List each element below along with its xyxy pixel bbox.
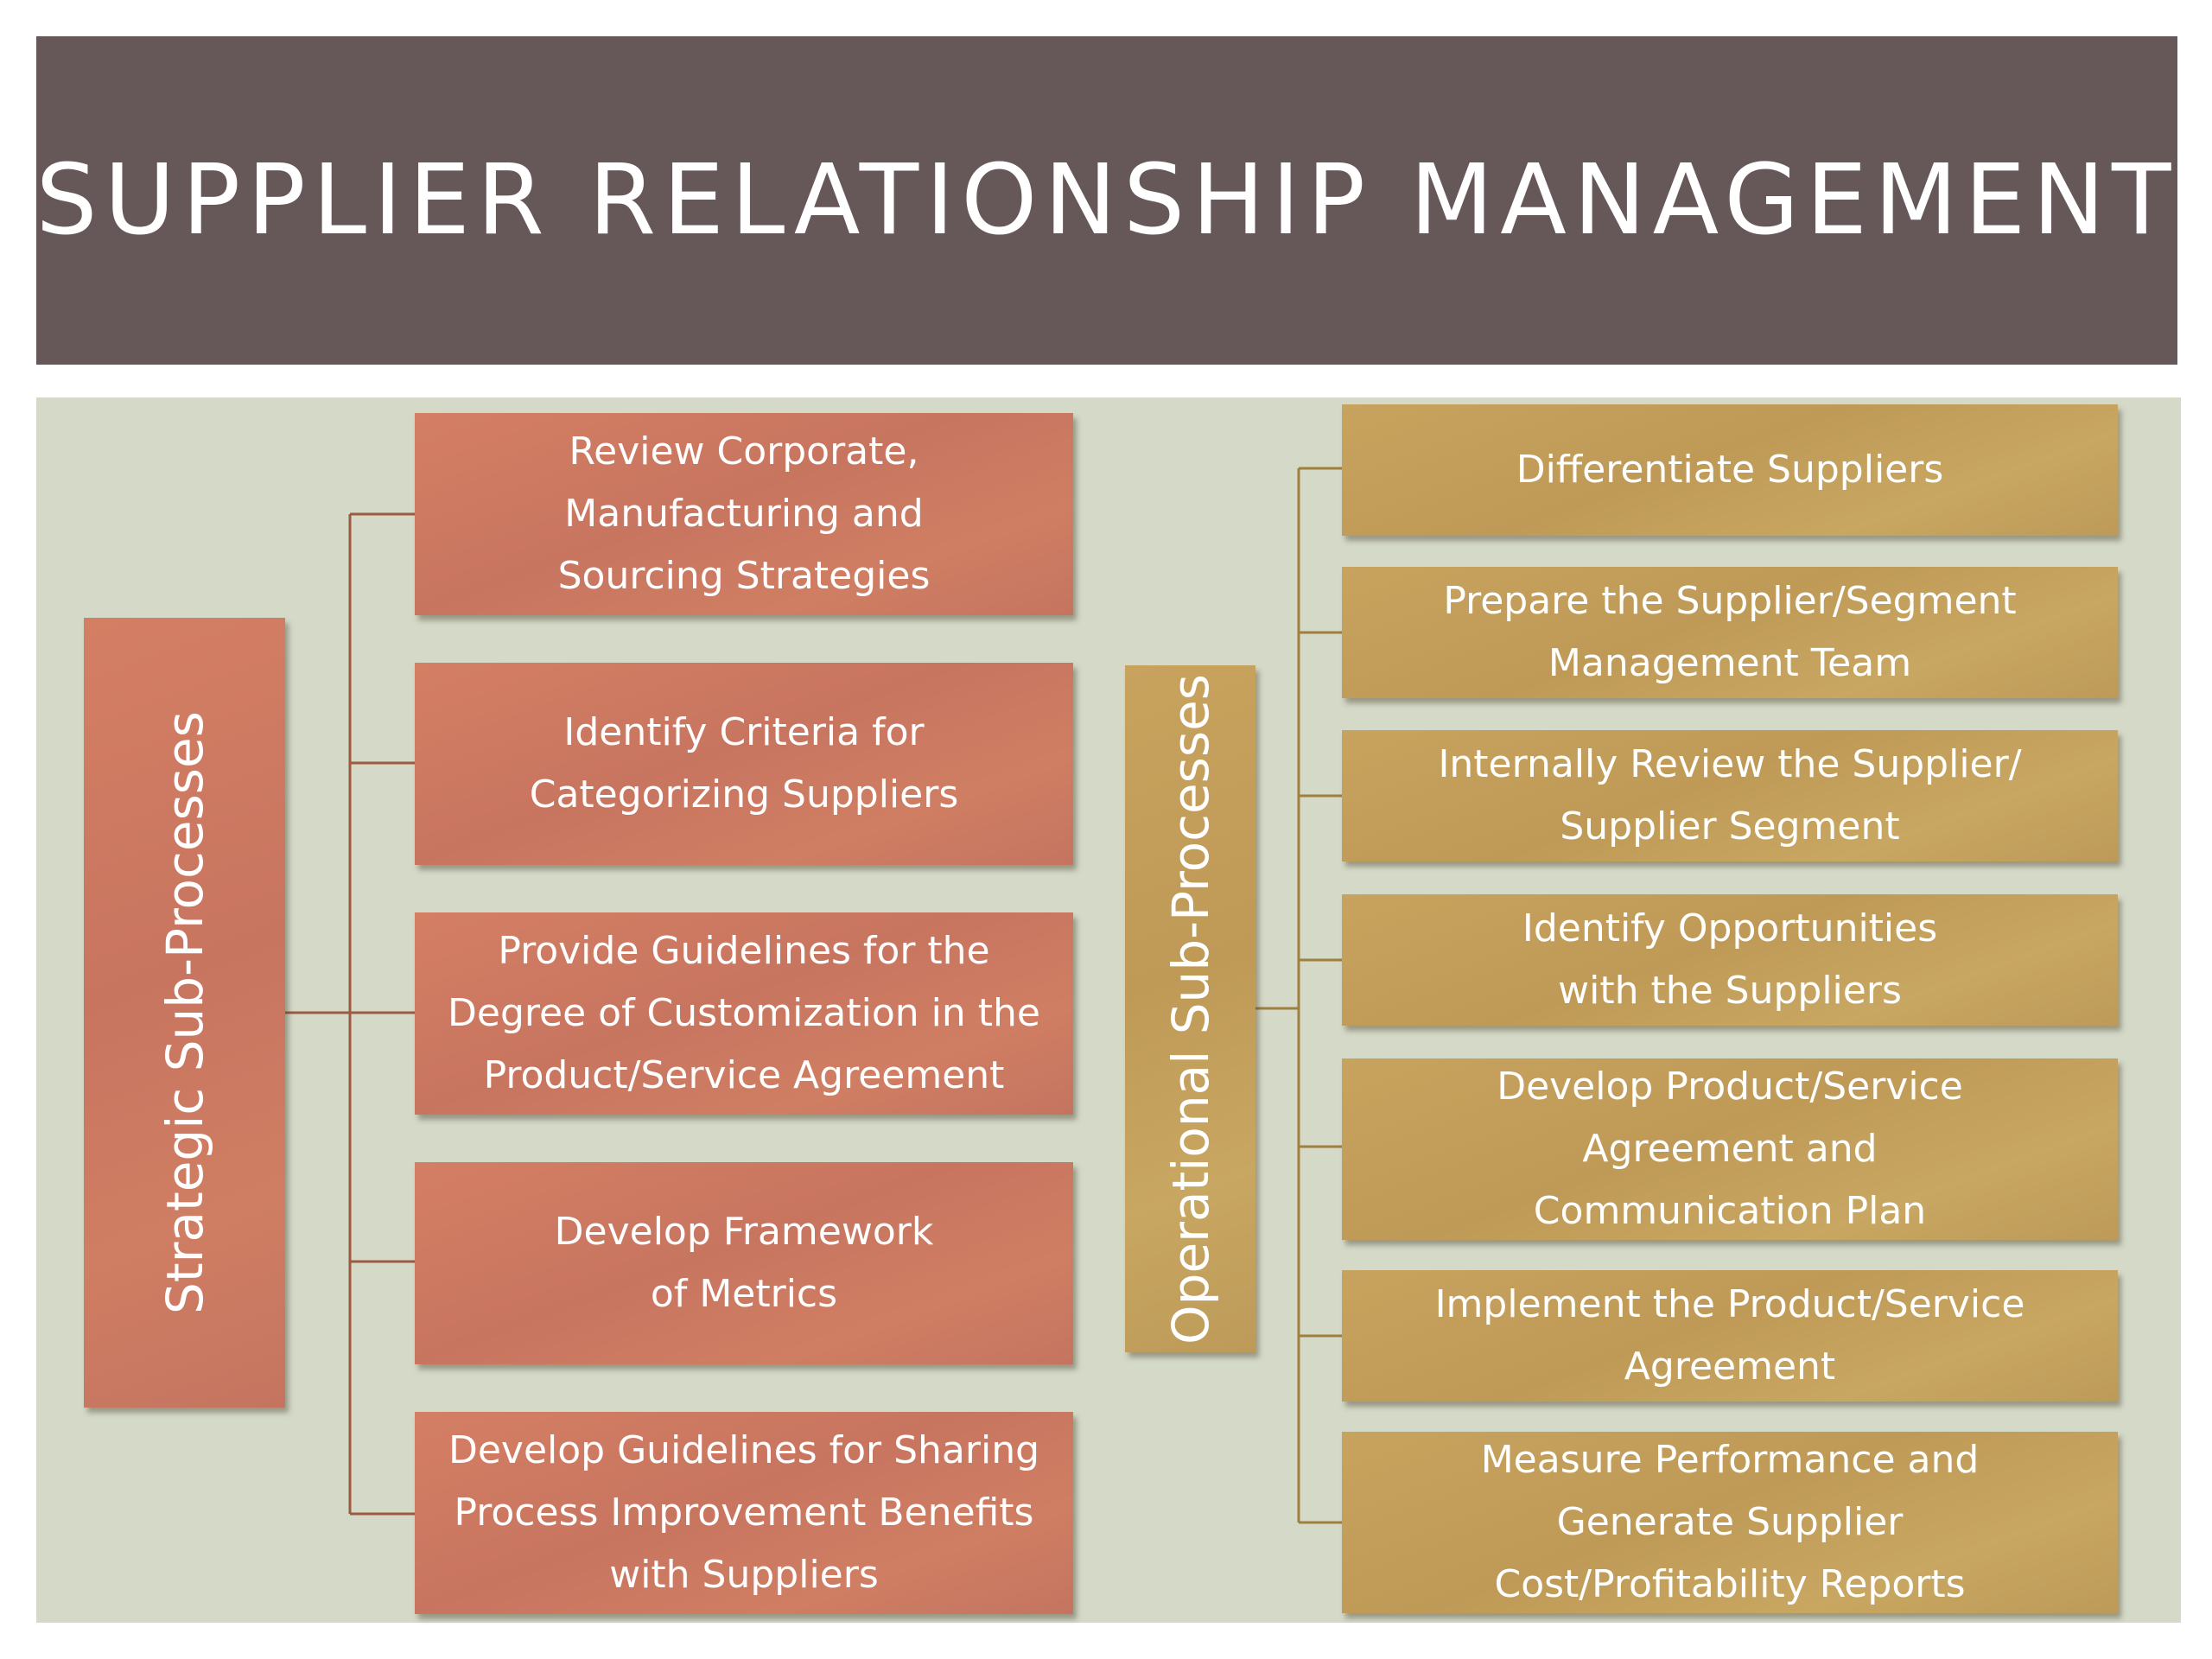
operational-item-label: Internally Review the Supplier/ Supplier… <box>1438 742 2022 849</box>
strategic-sub-processes-box: Strategic Sub-Processes <box>84 618 285 1408</box>
operational-item-label: Identify Opportunities with the Supplier… <box>1522 906 1938 1013</box>
operational-item: Internally Review the Supplier/ Supplier… <box>1342 730 2118 861</box>
strategic-label: Strategic Sub-Processes <box>155 711 214 1314</box>
operational-item: Differentiate Suppliers <box>1342 404 2118 536</box>
operational-sub-processes-box: Operational Sub-Processes <box>1125 665 1255 1352</box>
operational-item-label: Measure Performance and Generate Supplie… <box>1480 1438 1980 1606</box>
strategic-connectors <box>285 512 415 1516</box>
operational-item-label: Implement the Product/Service Agreement <box>1434 1282 2025 1389</box>
strategic-item: Identify Criteria for Categorizing Suppl… <box>415 663 1073 865</box>
operational-item: Prepare the Supplier/Segment Management … <box>1342 567 2118 698</box>
strategic-item-label: Develop Guidelines for Sharing Process I… <box>448 1428 1040 1597</box>
strategic-item: Develop Guidelines for Sharing Process I… <box>415 1412 1073 1614</box>
operational-item: Identify Opportunities with the Supplier… <box>1342 894 2118 1026</box>
operational-label: Operational Sub-Processes <box>1160 673 1220 1344</box>
title-banner: SUPPLIER RELATIONSHIP MANAGEMENT <box>36 36 2177 365</box>
strategic-item-label: Provide Guidelines for the Degree of Cus… <box>448 929 1040 1097</box>
strategic-item: Review Corporate, Manufacturing and Sour… <box>415 413 1073 615</box>
operational-item-label: Prepare the Supplier/Segment Management … <box>1443 579 2017 685</box>
operational-item: Implement the Product/Service Agreement <box>1342 1270 2118 1402</box>
strategic-item: Develop Framework of Metrics <box>415 1162 1073 1364</box>
operational-item-label: Differentiate Suppliers <box>1516 448 1944 492</box>
page-title: SUPPLIER RELATIONSHIP MANAGEMENT <box>35 144 2178 257</box>
strategic-item-label: Develop Framework of Metrics <box>554 1210 934 1316</box>
operational-connectors <box>1255 467 1342 1524</box>
operational-item-label: Develop Product/Service Agreement and Co… <box>1497 1065 1963 1233</box>
strategic-item-label: Review Corporate, Manufacturing and Sour… <box>557 429 931 598</box>
strategic-item-label: Identify Criteria for Categorizing Suppl… <box>529 710 959 817</box>
operational-item: Measure Performance and Generate Supplie… <box>1342 1432 2118 1613</box>
operational-item: Develop Product/Service Agreement and Co… <box>1342 1058 2118 1240</box>
strategic-item: Provide Guidelines for the Degree of Cus… <box>415 912 1073 1115</box>
